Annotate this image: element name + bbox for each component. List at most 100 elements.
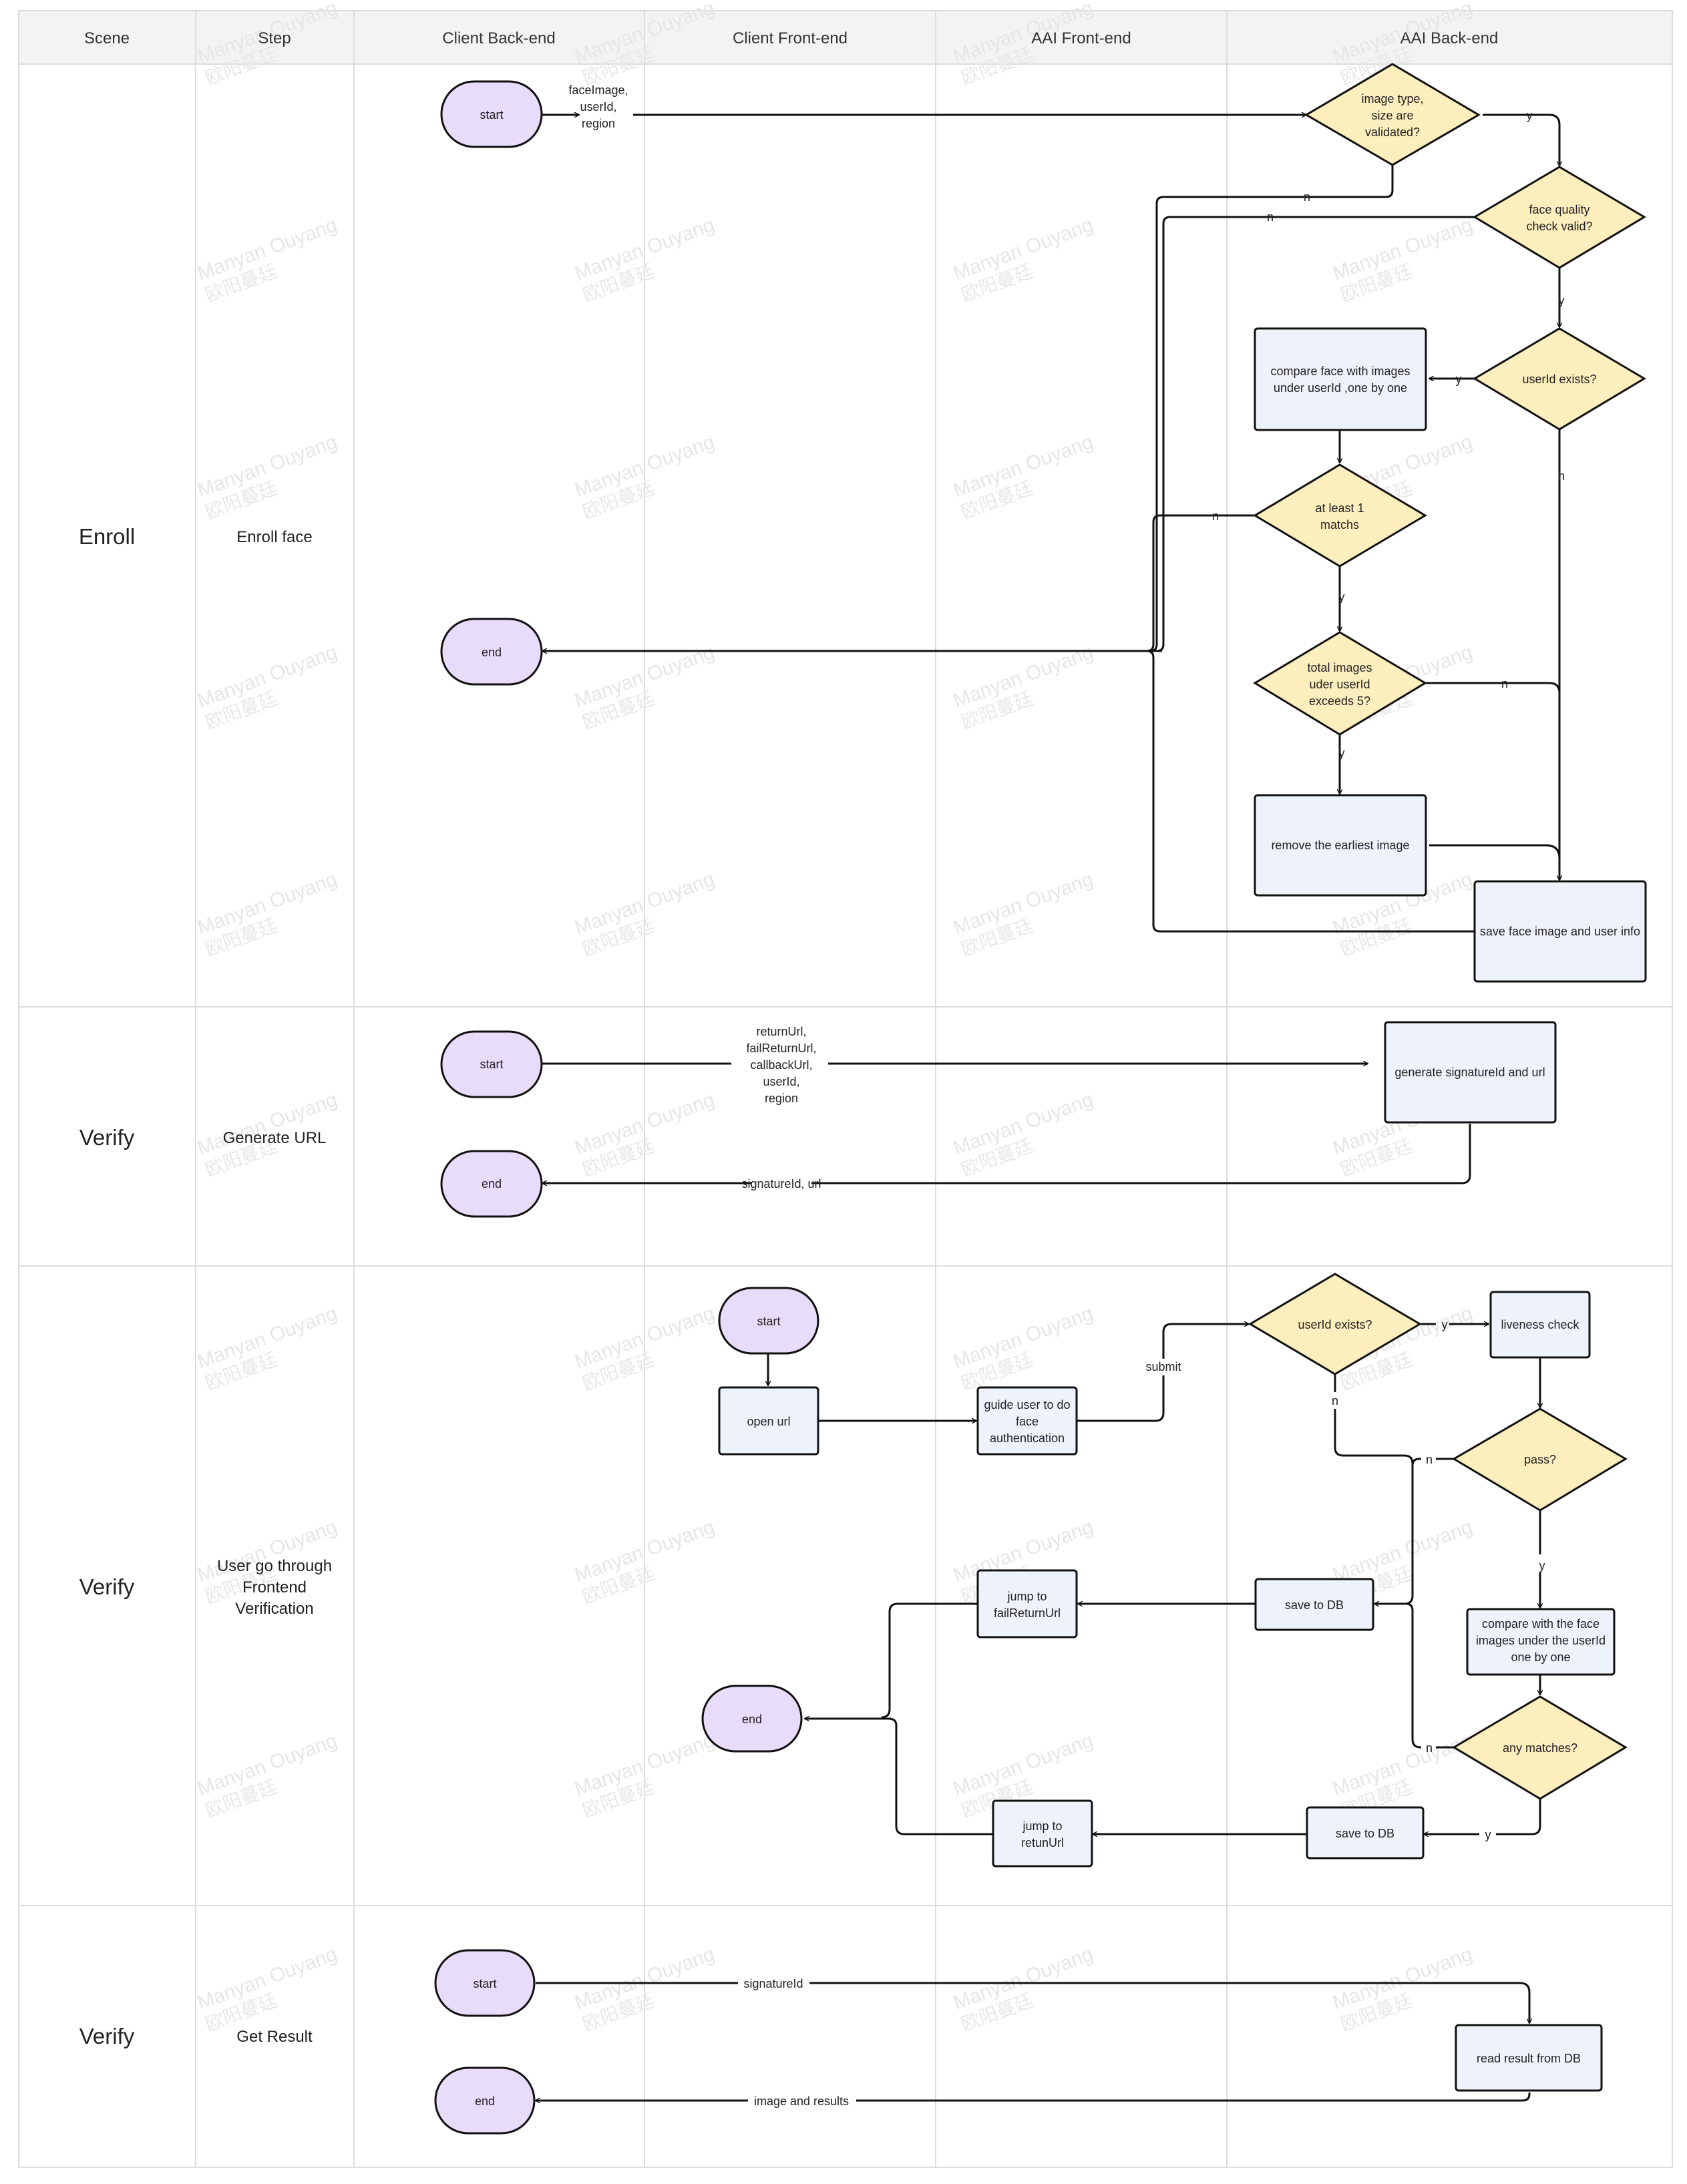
decision-shape [1248, 1273, 1422, 1375]
step-label: Generate URL [223, 1129, 327, 1147]
decision-shape [1452, 1695, 1628, 1800]
edge-any-no [1405, 1602, 1421, 1749]
edge-label-yes: y [1559, 294, 1565, 307]
process-shape [1254, 327, 1427, 431]
nodes: start end image type, size are validated… [434, 63, 1647, 2135]
process-shape [976, 1386, 1078, 1456]
node-verify-end: end [701, 1685, 803, 1753]
node-read-process: read result from DB [1455, 2024, 1603, 2092]
node-label: guide user to do [984, 1398, 1070, 1411]
edge-label-url-params: region [765, 1092, 798, 1105]
node-label: validated? [1365, 126, 1420, 139]
step-label: Enroll face [236, 528, 312, 546]
node-label: liveness check [1501, 1318, 1579, 1331]
decision-shape [1473, 166, 1646, 269]
node-label: images under the userId [1476, 1634, 1606, 1647]
edge-label-yes: y [1485, 1828, 1491, 1841]
process-shape [718, 1386, 819, 1456]
node-label: end [482, 1177, 502, 1190]
node-label: matchs [1320, 518, 1359, 531]
edge-label-results: image and results [754, 2095, 849, 2108]
row-labels: Enroll Enroll face Verify Generate URL V… [79, 524, 332, 2048]
node-open-process: open url [718, 1386, 819, 1456]
grid-border [18, 10, 1673, 2168]
node-label: compare face with images [1270, 365, 1410, 378]
header-client-backend: Client Back-end [442, 29, 555, 47]
terminal-shape [440, 80, 543, 148]
node-enroll-end: end [440, 618, 543, 686]
edge-any-yes [1496, 1799, 1541, 1835]
node-savedb-success-process: save to DB [1306, 1806, 1425, 1860]
node-label: end [482, 646, 502, 659]
node-jumpret-process: jump to retunUrl [992, 1799, 1093, 1868]
node-url-end: end [440, 1150, 543, 1218]
edge-jumpret-to-end [888, 1717, 992, 1835]
node-validate-decision: image type, size are validated? [1304, 63, 1481, 166]
header-row [19, 11, 1672, 64]
edge-label-yes: y [1442, 1318, 1448, 1331]
node-liveness-process: liveness check [1489, 1291, 1591, 1359]
node-label: uder userId [1309, 678, 1370, 691]
swimlane-grid [18, 10, 1673, 2168]
node-label: failReturnUrl [994, 1606, 1061, 1620]
scene-label: Verify [79, 1125, 135, 1150]
node-label: end [475, 2095, 495, 2108]
node-label: jump to [1022, 1819, 1062, 1833]
process-shape [1466, 1608, 1616, 1676]
edge-label-no: n [1267, 210, 1274, 224]
edge-label-yes: y [1339, 746, 1345, 760]
terminal-shape [701, 1685, 803, 1753]
edge-total-no [1425, 682, 1561, 694]
node-savedb-fail-process: save to DB [1254, 1578, 1374, 1631]
step-label-line: Frontend [242, 1578, 307, 1596]
decision-shape [1304, 63, 1481, 166]
edge-label-params: userId, [580, 100, 616, 114]
edge-label-yes: y [1456, 373, 1462, 386]
scene-label: Verify [79, 1574, 135, 1599]
node-result-start: start [434, 1949, 536, 2017]
process-shape [1254, 1578, 1374, 1631]
decision-shape [1253, 463, 1427, 568]
node-userid-decision: userId exists? [1473, 327, 1646, 431]
node-remove-process: remove the earliest image [1254, 794, 1427, 897]
node-label: generate signatureId and url [1394, 1066, 1545, 1079]
edge-label-url-params: failReturnUrl, [746, 1042, 816, 1055]
node-label: check valid? [1526, 220, 1592, 233]
edge-label-yes: y [1339, 590, 1345, 604]
edge-label-no: n [1426, 1741, 1433, 1755]
node-label: image type, [1361, 92, 1423, 105]
header-step: Step [258, 29, 291, 47]
edge-start-to-read [809, 1982, 1529, 2023]
node-label: end [742, 1713, 762, 1726]
edge-label-no: n [1558, 469, 1565, 483]
node-label: exceeds 5? [1309, 694, 1370, 708]
node-label: read result from DB [1477, 2052, 1581, 2065]
edge-label-no: n [1304, 190, 1310, 204]
node-compare-process: compare face with images under userId ,o… [1254, 327, 1427, 431]
step-label-line: User go through [217, 1557, 332, 1575]
process-shape [1455, 2024, 1603, 2092]
node-generate-process: generate signatureId and url [1384, 1021, 1557, 1124]
header-aai-backend: AAI Back-end [1400, 29, 1499, 47]
node-jumpfail-process: jump to failReturnUrl [976, 1569, 1078, 1639]
header-aai-frontend: AAI Front-end [1031, 29, 1131, 47]
node-label: start [480, 108, 503, 122]
node-label: save to DB [1336, 1827, 1394, 1840]
edge-label-url-result: signatureId, url [741, 1177, 821, 1190]
